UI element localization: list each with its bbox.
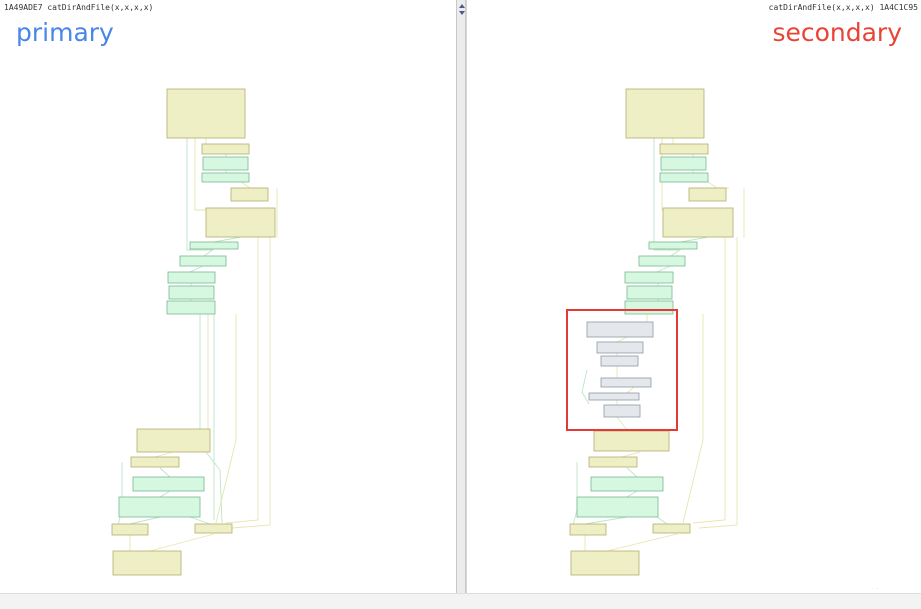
- pane-splitter[interactable]: [456, 0, 466, 593]
- basic-block[interactable]: [586, 321, 654, 338]
- graph-edge: [653, 138, 680, 251]
- primary-graph-pane[interactable]: 1A49ADE7 catDirAndFile(x,x,x,x) primary: [0, 0, 457, 593]
- graph-edge: [692, 237, 726, 524]
- basic-block[interactable]: [132, 476, 205, 492]
- basic-block[interactable]: [189, 241, 239, 250]
- basic-block[interactable]: [194, 523, 233, 534]
- basic-block[interactable]: [112, 550, 182, 576]
- graph-edge: [159, 467, 171, 478]
- graph-edge: [203, 248, 215, 257]
- graph-edge: [189, 265, 204, 273]
- graph-edge: [225, 237, 259, 524]
- basic-block[interactable]: [626, 285, 673, 300]
- graph-edge: [149, 533, 215, 552]
- basic-block[interactable]: [576, 496, 659, 518]
- graph-edge: [581, 369, 590, 405]
- secondary-flow-graph[interactable]: [467, 0, 921, 593]
- graph-edge: [606, 533, 678, 552]
- graph-edge: [213, 236, 242, 243]
- graph-edge: [584, 516, 628, 525]
- graph-edge: [129, 516, 161, 525]
- status-strip: [0, 593, 921, 609]
- graph-edge: [154, 451, 174, 458]
- secondary-header: catDirAndFile(x,x,x,x) 1A4C1C95: [769, 3, 918, 12]
- basic-block[interactable]: [168, 285, 215, 300]
- basic-block[interactable]: [603, 404, 641, 418]
- secondary-label: secondary: [772, 18, 902, 47]
- graph-edge: [189, 516, 211, 525]
- basic-block[interactable]: [659, 143, 709, 155]
- basic-block[interactable]: [230, 187, 269, 202]
- secondary-graph-pane[interactable]: catDirAndFile(x,x,x,x) 1A4C1C95 secondar…: [466, 0, 921, 593]
- primary-address: 1A49ADE7: [4, 3, 43, 12]
- graph-edge: [626, 490, 638, 498]
- basic-block[interactable]: [638, 255, 686, 267]
- graph-edge: [670, 248, 682, 257]
- basic-block[interactable]: [201, 143, 250, 155]
- graph-edge: [626, 467, 638, 478]
- primary-function-signature: catDirAndFile(x,x,x,x): [47, 3, 154, 12]
- basic-block[interactable]: [179, 255, 227, 267]
- basic-block[interactable]: [166, 300, 216, 315]
- basic-block[interactable]: [201, 172, 250, 183]
- basic-block[interactable]: [590, 476, 664, 492]
- basic-block[interactable]: [167, 271, 216, 284]
- primary-header: 1A49ADE7 catDirAndFile(x,x,x,x): [4, 3, 153, 12]
- basic-block[interactable]: [166, 88, 246, 139]
- basic-block[interactable]: [662, 207, 734, 238]
- graph-edge: [186, 138, 213, 251]
- graph-edge: [572, 462, 578, 526]
- graph-edge: [205, 451, 223, 524]
- basic-block[interactable]: [588, 456, 638, 468]
- basic-block[interactable]: [570, 550, 640, 576]
- basic-block[interactable]: [652, 523, 691, 534]
- basic-block[interactable]: [660, 156, 707, 171]
- primary-label: primary: [16, 18, 114, 47]
- basic-block[interactable]: [130, 456, 180, 468]
- basic-block[interactable]: [600, 355, 639, 367]
- graph-edge: [231, 237, 271, 529]
- graph-edge: [194, 138, 206, 211]
- arrow-up-icon[interactable]: [459, 4, 465, 8]
- primary-flow-graph[interactable]: [0, 0, 456, 593]
- graph-edge: [616, 416, 628, 431]
- basic-block[interactable]: [624, 300, 674, 315]
- graph-edge: [656, 265, 671, 273]
- graph-edge: [626, 386, 635, 394]
- graph-edge: [680, 236, 709, 243]
- graph-edge: [240, 181, 251, 189]
- basic-block[interactable]: [118, 496, 201, 518]
- basic-block[interactable]: [136, 428, 211, 453]
- basic-block[interactable]: [202, 156, 249, 171]
- basic-block[interactable]: [688, 187, 727, 202]
- watermark-mark: · ·: [871, 585, 878, 593]
- graph-edge: [682, 314, 704, 524]
- graph-edge: [656, 516, 668, 525]
- graph-edge: [215, 314, 237, 524]
- basic-block[interactable]: [625, 88, 705, 139]
- secondary-function-signature: catDirAndFile(x,x,x,x): [768, 3, 875, 12]
- graph-edge: [621, 451, 641, 458]
- basic-block[interactable]: [588, 392, 640, 401]
- graph-edge: [707, 181, 718, 189]
- basic-block[interactable]: [624, 271, 674, 284]
- basic-block[interactable]: [111, 523, 149, 536]
- arrow-down-icon[interactable]: [459, 11, 465, 15]
- basic-block[interactable]: [593, 430, 670, 452]
- basic-block[interactable]: [600, 377, 652, 388]
- graph-edge: [159, 490, 171, 498]
- graph-edge: [698, 237, 738, 529]
- basic-block[interactable]: [569, 523, 607, 536]
- graph-edge: [616, 336, 628, 343]
- unmatched-region-highlight: [566, 309, 678, 431]
- basic-block[interactable]: [648, 241, 698, 250]
- basic-block[interactable]: [659, 172, 709, 183]
- basic-block[interactable]: [205, 207, 276, 238]
- secondary-address: 1A4C1C95: [879, 3, 918, 12]
- basic-block[interactable]: [596, 341, 644, 354]
